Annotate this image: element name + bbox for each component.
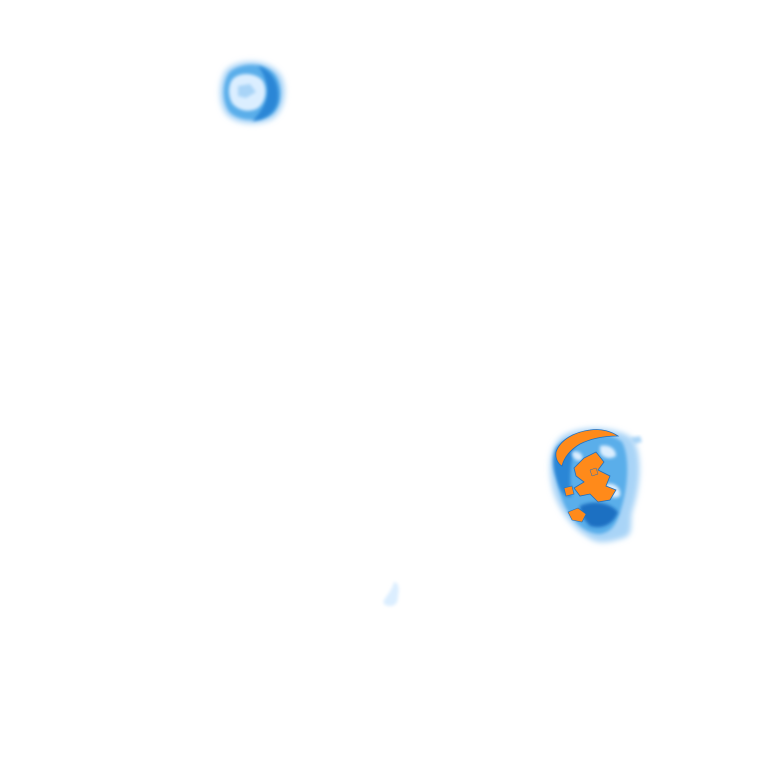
faint-speck-shape — [383, 582, 399, 606]
faint-speck — [383, 582, 399, 606]
right-blob-pale-patch-1 — [600, 445, 616, 459]
right-blob-pale-patch-3 — [572, 451, 583, 461]
upper-left-blob — [220, 61, 285, 124]
right-blob-orange-lower — [567, 507, 587, 523]
upper-left-blob-crescent — [252, 66, 279, 121]
right-blob-orange-center — [573, 451, 617, 503]
upper-left-blob-inner-mark — [238, 84, 256, 98]
right-blob-orange-left-fleck — [563, 485, 575, 497]
right-blob-orange-arc — [555, 429, 620, 467]
right-blob-orange-small — [589, 467, 599, 477]
right-blob-dark-bottom — [580, 502, 618, 528]
right-blob — [550, 428, 642, 543]
right-blob-outer-fleck — [630, 436, 642, 444]
